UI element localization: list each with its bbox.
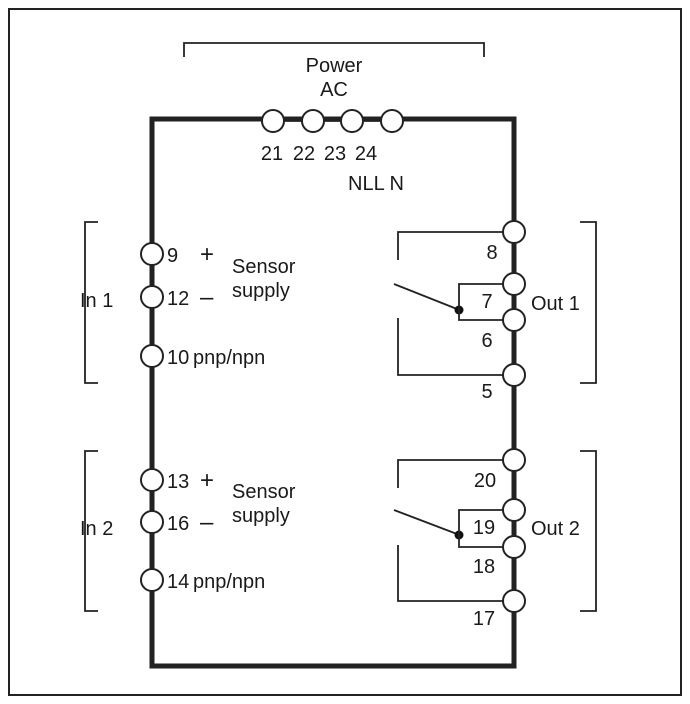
power-title: Power: [306, 55, 363, 77]
outer-frame: [8, 8, 682, 696]
in2-group-label: In 2: [80, 518, 113, 540]
in2-sensor-label: Sensor: [232, 481, 296, 503]
in2-plus-symbol: +: [200, 467, 214, 494]
out1-term-bot: 5: [481, 381, 492, 403]
in2-minus-symbol: –: [200, 509, 214, 536]
power-terminal-21: 21: [261, 143, 283, 165]
in1-term-sig: 10: [167, 347, 189, 369]
terminal-8: [502, 220, 526, 244]
terminal-12: [140, 285, 164, 309]
out2-term-top: 20: [474, 470, 496, 492]
in2-term-sig: 14: [167, 571, 189, 593]
out2-term-mid: 18: [473, 556, 495, 578]
power-sub: AC: [320, 79, 348, 101]
out1-term-mid: 6: [481, 330, 492, 352]
out2-bracket: [580, 450, 597, 612]
terminal-6: [502, 308, 526, 332]
out1-wire-top: [397, 231, 514, 260]
terminal-10: [140, 344, 164, 368]
out1-term-com: 7: [481, 291, 492, 313]
in1-sig-label: pnp/npn: [193, 347, 265, 369]
power-terminal-22: 22: [293, 143, 315, 165]
terminal-24: [380, 109, 404, 133]
in1-term-minus: 12: [167, 288, 189, 310]
terminal-5: [502, 363, 526, 387]
out1-bracket: [580, 221, 597, 384]
power-terminal-24: 24: [355, 143, 377, 165]
out1-wire-bottom: [397, 318, 514, 376]
terminal-17: [502, 589, 526, 613]
in2-bracket: [84, 450, 98, 612]
terminal-14: [140, 568, 164, 592]
terminal-21: [261, 109, 285, 133]
in1-minus-symbol: –: [200, 284, 214, 311]
in2-term-plus: 13: [167, 471, 189, 493]
in1-term-plus: 9: [167, 245, 178, 267]
in2-sig-label: pnp/npn: [193, 571, 265, 593]
out2-term-bot: 17: [473, 608, 495, 630]
out1-term-top: 8: [486, 242, 497, 264]
terminal-16: [140, 510, 164, 534]
in2-term-minus: 16: [167, 513, 189, 535]
terminal-19: [502, 498, 526, 522]
out2-group-label: Out 2: [531, 518, 580, 540]
terminal-13: [140, 468, 164, 492]
out2-wire-top: [397, 459, 514, 488]
in1-group-label: In 1: [80, 290, 113, 312]
terminal-23: [340, 109, 364, 133]
power-bracket: [183, 42, 485, 57]
out1-com-box: [458, 283, 514, 321]
out2-wire-bottom: [397, 545, 514, 602]
out1-relay-contact: [393, 283, 458, 310]
in1-sensor-label: Sensor: [232, 256, 296, 278]
terminal-22: [301, 109, 325, 133]
out2-com-box: [458, 509, 514, 548]
terminal-9: [140, 242, 164, 266]
in2-supply-label: supply: [232, 505, 290, 527]
out2-term-com: 19: [473, 517, 495, 539]
terminal-7: [502, 272, 526, 296]
power-terminal-23: 23: [324, 143, 346, 165]
out1-group-label: Out 1: [531, 293, 580, 315]
in1-supply-label: supply: [232, 280, 290, 302]
power-phases: NLL N: [348, 173, 404, 195]
terminal-20: [502, 448, 526, 472]
in1-plus-symbol: +: [200, 241, 214, 268]
terminal-18: [502, 535, 526, 559]
out2-relay-contact: [393, 509, 458, 535]
in1-bracket: [84, 221, 98, 384]
